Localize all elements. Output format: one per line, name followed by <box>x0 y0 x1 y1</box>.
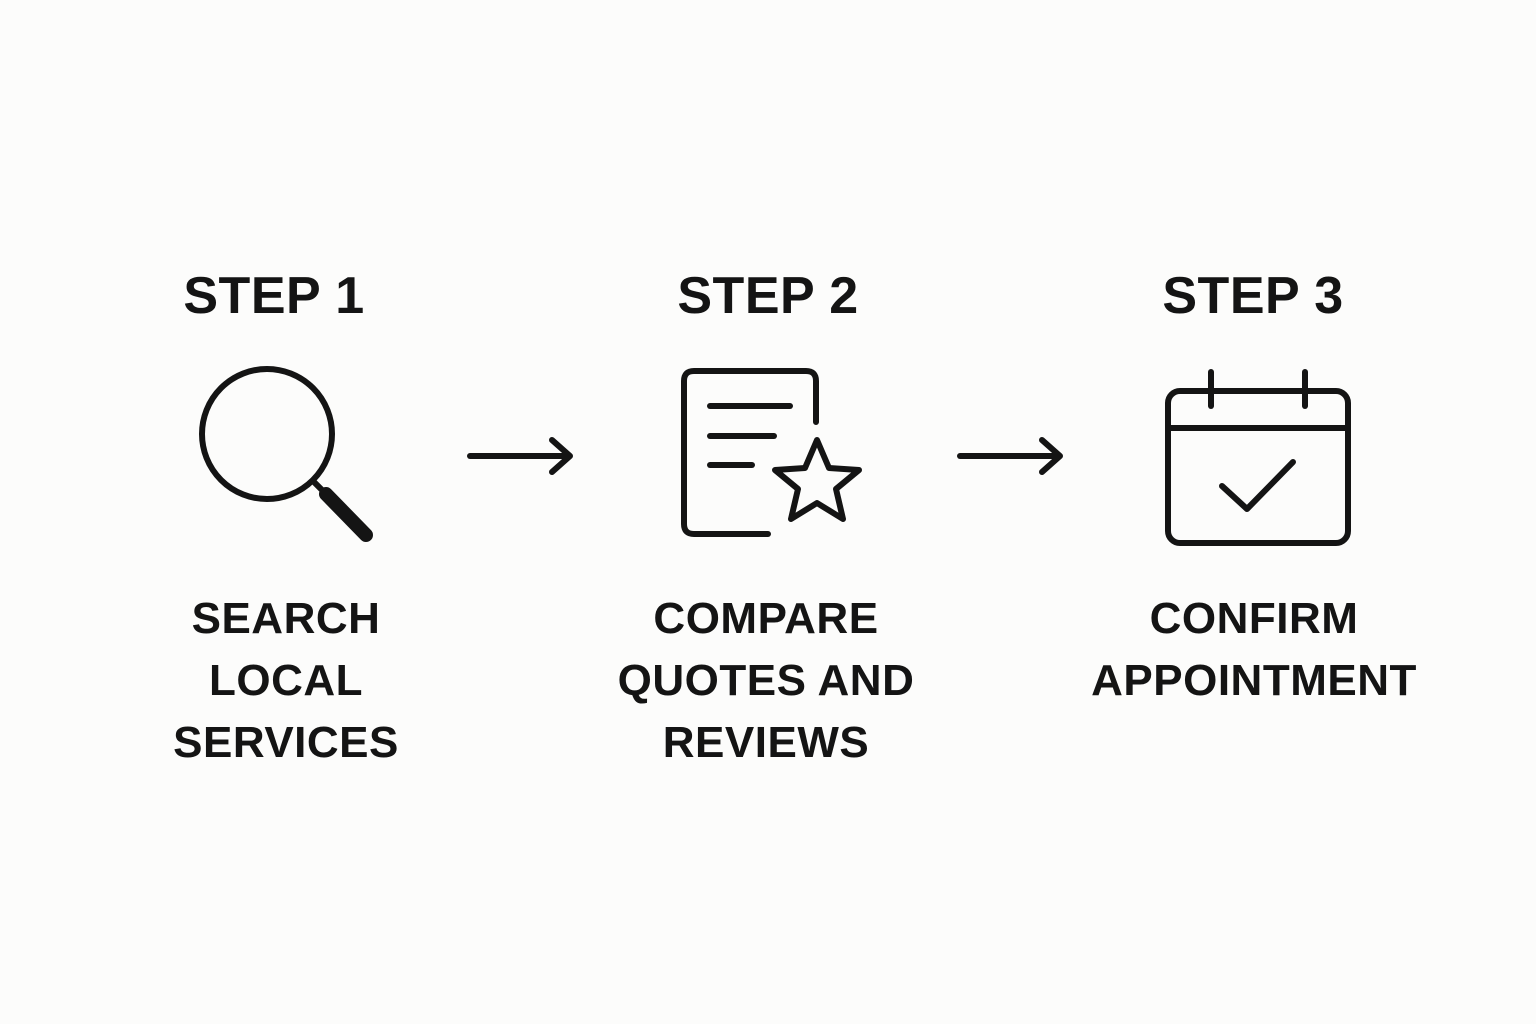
arrow-right-icon <box>462 434 582 478</box>
step-2-title: STEP 2 <box>677 267 859 325</box>
arrow-right-icon <box>952 434 1072 478</box>
step-3-title: STEP 3 <box>1162 267 1344 325</box>
step-1-title: STEP 1 <box>183 267 365 325</box>
step-2-description: COMPARE QUOTES AND REVIEWS <box>617 594 915 767</box>
calendar-check-icon <box>1160 364 1360 554</box>
step-3-description: CONFIRM APPOINTMENT <box>1091 594 1417 705</box>
document-star-icon <box>672 360 872 550</box>
step-1-description: SEARCH LOCAL SERVICES <box>173 594 399 767</box>
magnifying-glass-icon <box>190 360 390 560</box>
